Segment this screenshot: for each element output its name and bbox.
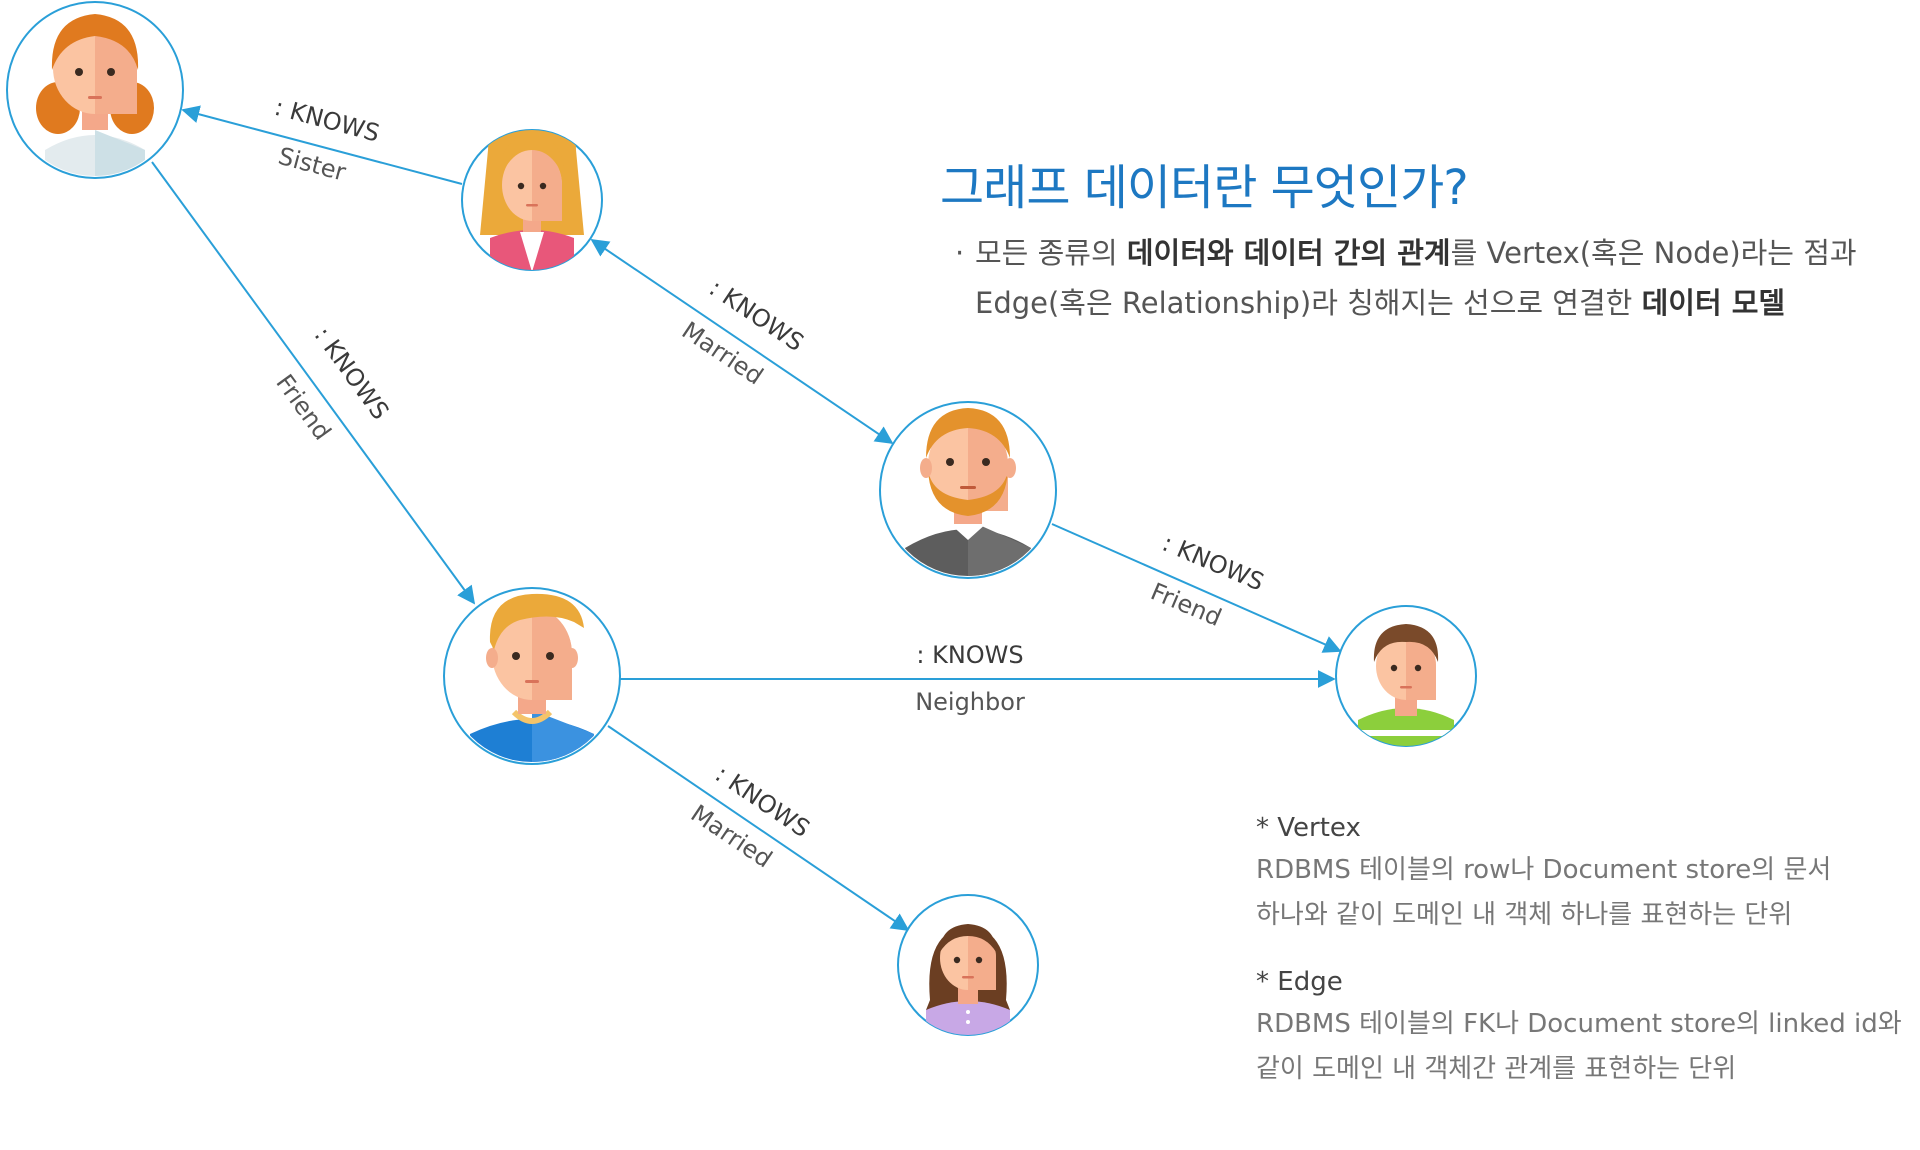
edge-friend-left-relation: Friend <box>270 369 336 445</box>
edge-friend-left: : KNOWS Friend <box>151 161 476 605</box>
vertex-note-line: 하나와 같이 도메인 내 객체 하나를 표현하는 단위 <box>1256 900 1793 930</box>
description-text: Edge(혹은 Relationship)라 칭해지는 선으로 연결한 <box>975 286 1642 320</box>
edge-married-top: : KNOWS Married <box>590 238 894 445</box>
description-text: 모든 종류의 <box>975 236 1127 270</box>
description-bullet: · <box>955 236 965 270</box>
edge-note-title: * Edge <box>1256 967 1343 997</box>
description-emphasis: 데이터 모델 <box>1641 286 1786 320</box>
edge-note-line: 같이 도메인 내 객체간 관계를 표현하는 단위 <box>1256 1054 1737 1084</box>
man-blue-shirt-avatar-icon <box>443 587 621 765</box>
page-title: 그래프 데이터란 무엇인가? <box>940 160 1469 216</box>
description-emphasis: 데이터와 데이터 간의 관계 <box>1126 236 1451 270</box>
edge-neighbor-relation: Neighbor <box>915 688 1025 716</box>
description-line-1: 모든 종류의 데이터와 데이터 간의 관계를 Vertex(혹은 Node)라는… <box>955 228 1875 278</box>
edge-neighbor-type: : KNOWS <box>916 641 1023 669</box>
woman-brown-hair-avatar-icon <box>897 894 1039 1036</box>
vertex-note: * Vertex RDBMS 테이블의 row나 Document store의… <box>1256 808 1876 938</box>
edge-note: * Edge RDBMS 테이블의 FK나 Document store의 li… <box>1256 962 1902 1092</box>
vertex-note-line: RDBMS 테이블의 row나 Document store의 문서 <box>1256 855 1832 885</box>
boy-green-shirt-avatar-icon <box>1335 605 1477 747</box>
edge-neighbor: : KNOWS Neighbor <box>620 641 1336 716</box>
notes: * Vertex RDBMS 테이블의 row나 Document store의… <box>1256 808 1902 1116</box>
woman-blonde-avatar-icon <box>461 129 603 271</box>
edge-sister: : KNOWS Sister <box>181 93 463 187</box>
edge-friend-right: : KNOWS Friend <box>1051 523 1342 653</box>
edge-note-line: RDBMS 테이블의 FK나 Document store의 linked id… <box>1256 1009 1902 1039</box>
edge-married-bottom: : KNOWS Married <box>607 725 910 932</box>
description-line-2: Edge(혹은 Relationship)라 칭해지는 선으로 연결한 데이터 … <box>955 278 1875 328</box>
edge-friend-right-relation: Friend <box>1147 577 1226 632</box>
vertex-note-title: * Vertex <box>1256 813 1361 843</box>
description-text: 를 Vertex(혹은 Node)라는 점과 <box>1450 236 1857 270</box>
description: · 모든 종류의 데이터와 데이터 간의 관계를 Vertex(혹은 Node)… <box>955 228 1875 328</box>
girl-pigtails-avatar-icon <box>6 1 184 179</box>
edge-sister-relation: Sister <box>275 142 348 187</box>
man-beard-avatar-icon <box>879 401 1057 579</box>
edge-sister-type: : KNOWS <box>272 93 383 148</box>
